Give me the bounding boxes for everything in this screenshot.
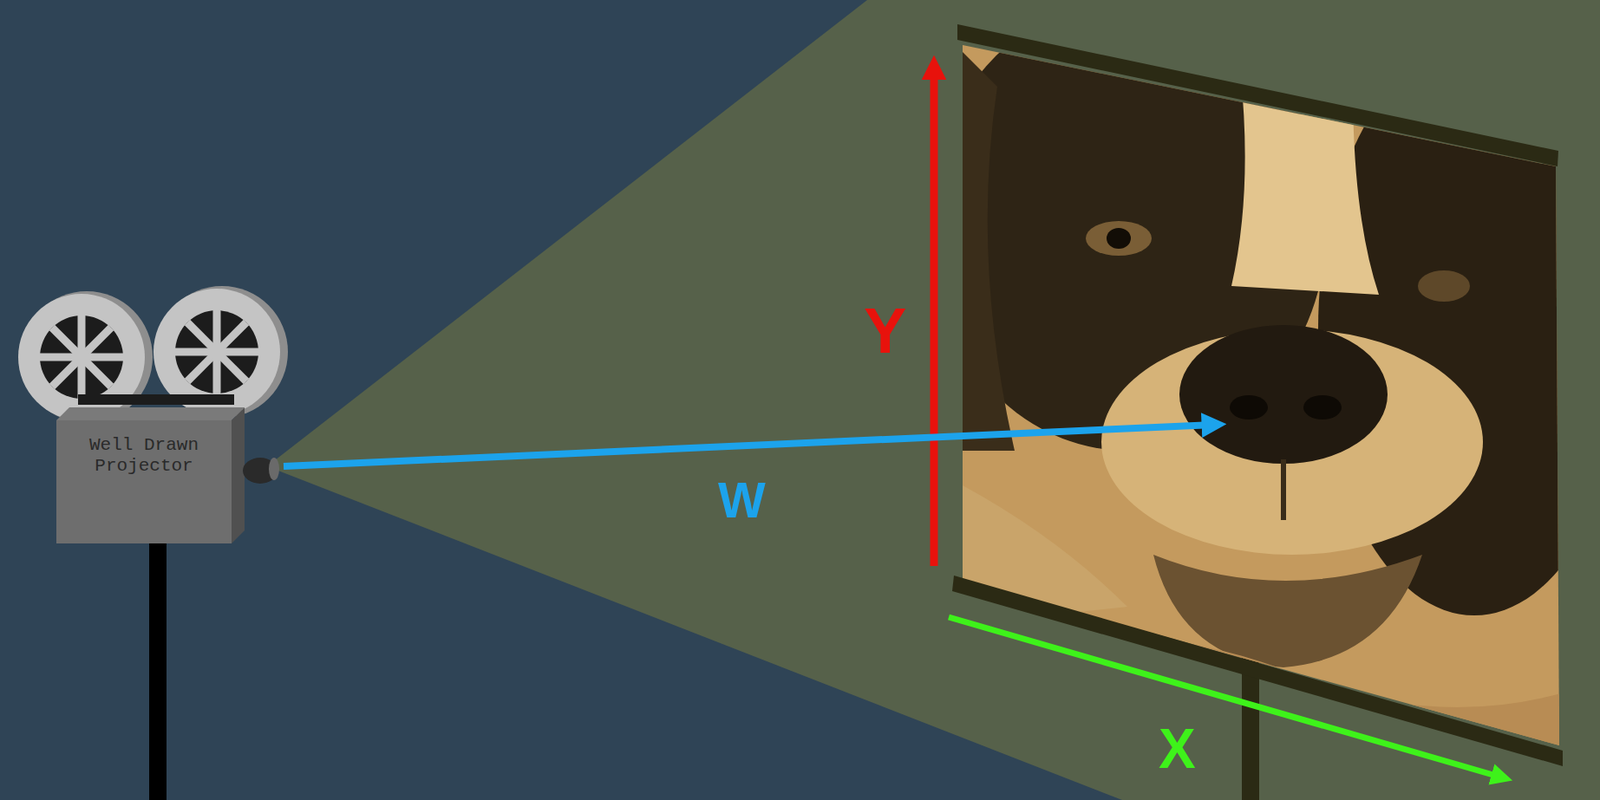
projector-pole: [149, 537, 167, 800]
screen-bottom-bar: [952, 575, 1563, 767]
x-axis-arrow: [948, 617, 1503, 778]
axis-label: Y: [863, 299, 907, 364]
projector-side: [231, 407, 245, 544]
light-cone: [267, 0, 1600, 800]
screen-top-bar: [957, 24, 1559, 167]
projector-top: [56, 407, 245, 421]
axis-label: X: [1158, 721, 1196, 778]
dog-picture: [927, 0, 1600, 764]
axis-label: W: [718, 475, 766, 526]
projector-front: [56, 420, 232, 544]
projector-body: Well Drawn Projector: [56, 420, 232, 544]
projector-label: Well Drawn Projector: [56, 435, 232, 477]
y-axis-arrow: [930, 67, 939, 567]
w-axis-arrow: [283, 424, 1215, 467]
